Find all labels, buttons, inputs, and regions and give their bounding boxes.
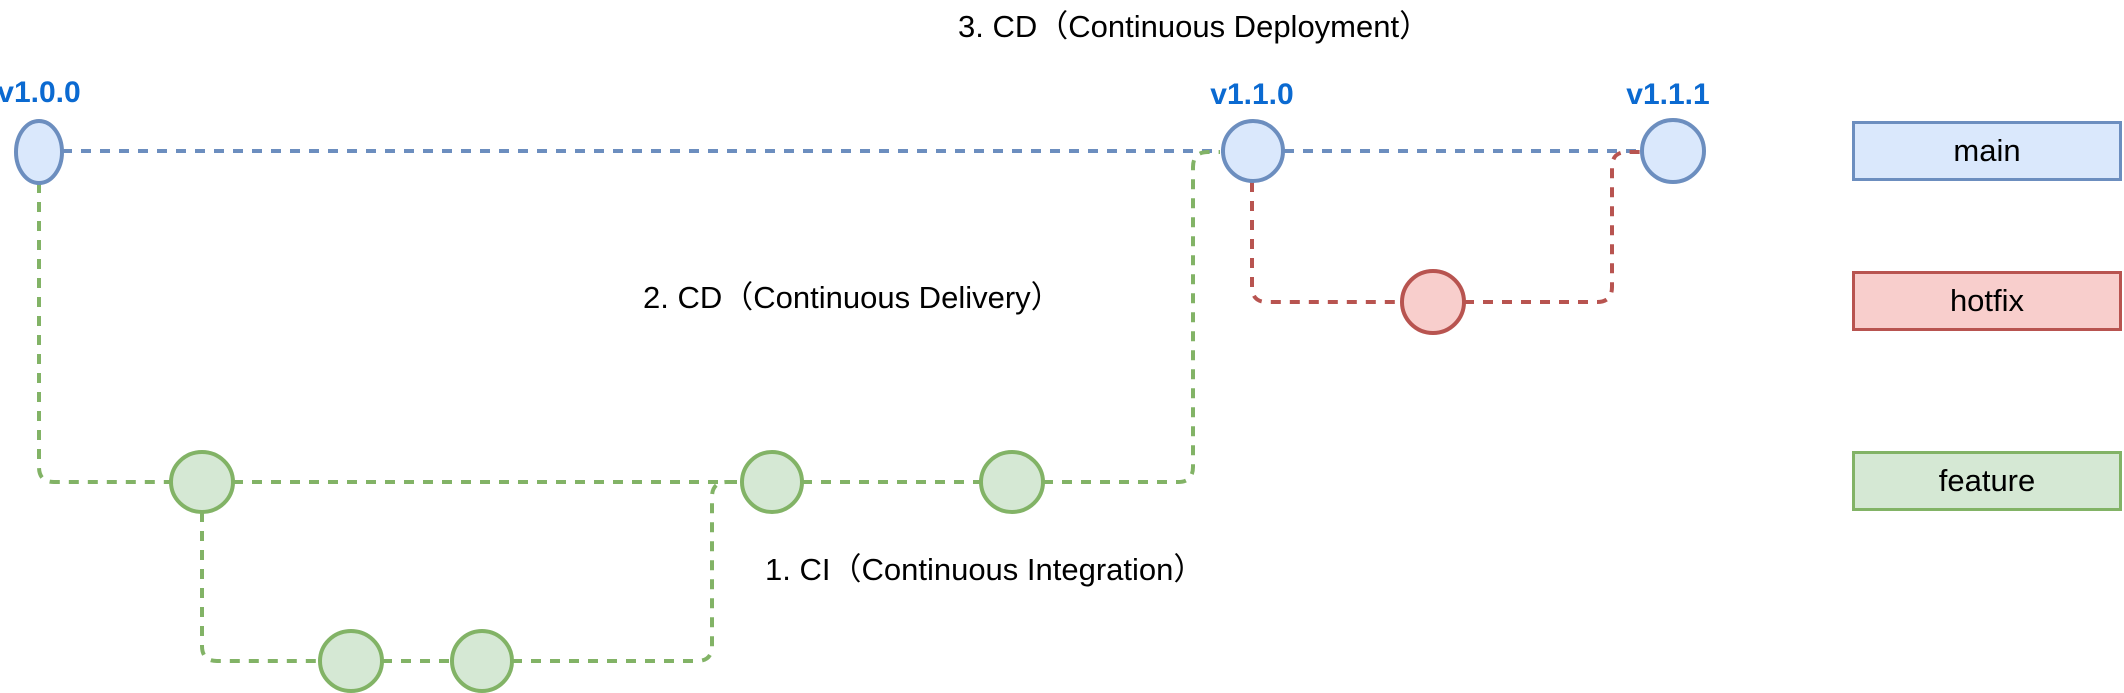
- feature-commit-node-3: [979, 450, 1045, 514]
- feature-subbranch-out-line: [200, 512, 320, 663]
- legend-item-main: main: [1852, 121, 2122, 181]
- feature-branch-out-line: [37, 183, 171, 484]
- feature-commit-node-2: [740, 450, 804, 514]
- version-label-v1.0.0: v1.0.0: [0, 76, 81, 109]
- version-label-v1.1.1: v1.1.1: [1626, 78, 1710, 111]
- feature-subbranch-merge-line: [512, 480, 742, 663]
- version-label-v1.1.0: v1.1.0: [1210, 78, 1294, 111]
- annotation-ci-integration: 1. CI（Continuous Integration）: [765, 552, 1205, 587]
- annotation-cd-delivery: 2. CD（Continuous Delivery）: [643, 280, 1062, 315]
- feature-commit-node-1: [169, 450, 235, 514]
- legend-label-feature: feature: [1938, 463, 2036, 498]
- legend-label-hotfix: hotfix: [1949, 283, 2025, 318]
- hotfix-commit-node: [1400, 269, 1466, 335]
- commit-node-v1.0.0: [14, 119, 64, 185]
- legend-item-hotfix: hotfix: [1852, 271, 2122, 331]
- feature-subbranch-commit-node-2: [450, 629, 514, 693]
- hotfix-branch-out-line: [1250, 182, 1402, 304]
- annotation-cd-deployment: 3. CD（Continuous Deployment）: [958, 9, 1431, 44]
- hotfix-merge-line-to-v111: [1464, 150, 1642, 304]
- commit-node-v1.1.0: [1221, 119, 1285, 183]
- legend-label-main: main: [1953, 133, 2021, 168]
- commit-node-v1.1.1: [1640, 118, 1706, 184]
- feature-merge-line-to-v110: [1043, 150, 1220, 484]
- feature-subbranch-commit-node-1: [318, 629, 384, 693]
- legend-item-feature: feature: [1852, 451, 2122, 511]
